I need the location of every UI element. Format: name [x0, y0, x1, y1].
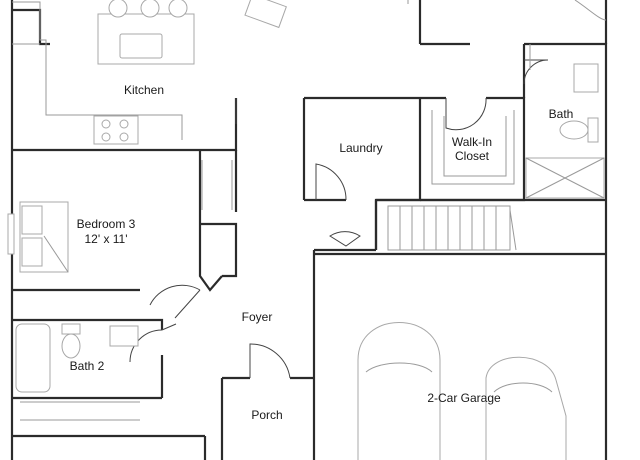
doors: [129, 59, 549, 379]
closet-shelf: [431, 110, 515, 185]
front-door: [249, 343, 291, 379]
staircase: [387, 205, 517, 251]
pillow-icon: [21, 237, 43, 267]
laundry-door: [315, 163, 347, 201]
bath2-fixtures: [15, 323, 140, 421]
stool-icon: [168, 0, 188, 18]
counter-top: [12, 1, 183, 140]
car-icon: [485, 356, 567, 460]
room-label-bath: Bath: [549, 107, 574, 121]
room-label-porch: Porch: [251, 408, 282, 422]
bath-fixtures: [525, 44, 605, 199]
room-labels: Kitchen Bedroom 3 12' x 11' Laundry Walk…: [70, 83, 574, 422]
garage-entry-door: [329, 231, 361, 247]
pillow-icon: [21, 205, 43, 235]
room-label-bath2: Bath 2: [70, 359, 105, 373]
room-label-laundry: Laundry: [339, 141, 382, 155]
cooktop-icon: [93, 115, 139, 145]
bedroom3-door: [149, 284, 201, 319]
kitchen-sink-icon: [119, 33, 163, 59]
toilet-icon: [587, 117, 599, 143]
room-label-kitchen: Kitchen: [124, 83, 164, 97]
stool-icon: [108, 0, 128, 18]
bath2-door: [129, 323, 177, 363]
garage-cars: [357, 322, 567, 460]
room-label-walkin: Walk-In: [452, 135, 492, 149]
walls: [10, 0, 608, 460]
kitchen-fixtures: [12, 0, 607, 145]
vanity-sink-icon: [573, 63, 599, 93]
bath-door: [523, 59, 549, 85]
toilet-icon: [61, 323, 81, 335]
room-size-bedroom3: 12' x 11': [84, 232, 127, 246]
window: [7, 213, 15, 255]
closet-door: [445, 97, 487, 131]
room-label-foyer: Foyer: [242, 310, 273, 324]
room-label-garage: 2-Car Garage: [427, 391, 501, 405]
bathtub-icon: [15, 323, 51, 393]
closet-fixtures: [431, 110, 515, 185]
closet-rod: [201, 160, 233, 210]
room-label-bedroom3: Bedroom 3: [77, 217, 136, 231]
chair-icon: [244, 0, 287, 29]
vanity-sink-icon: [109, 325, 139, 347]
car-icon: [357, 322, 441, 460]
stool-icon: [140, 0, 160, 18]
room-label-closet: Closet: [455, 149, 490, 163]
bedroom3-fixtures: [7, 160, 233, 273]
